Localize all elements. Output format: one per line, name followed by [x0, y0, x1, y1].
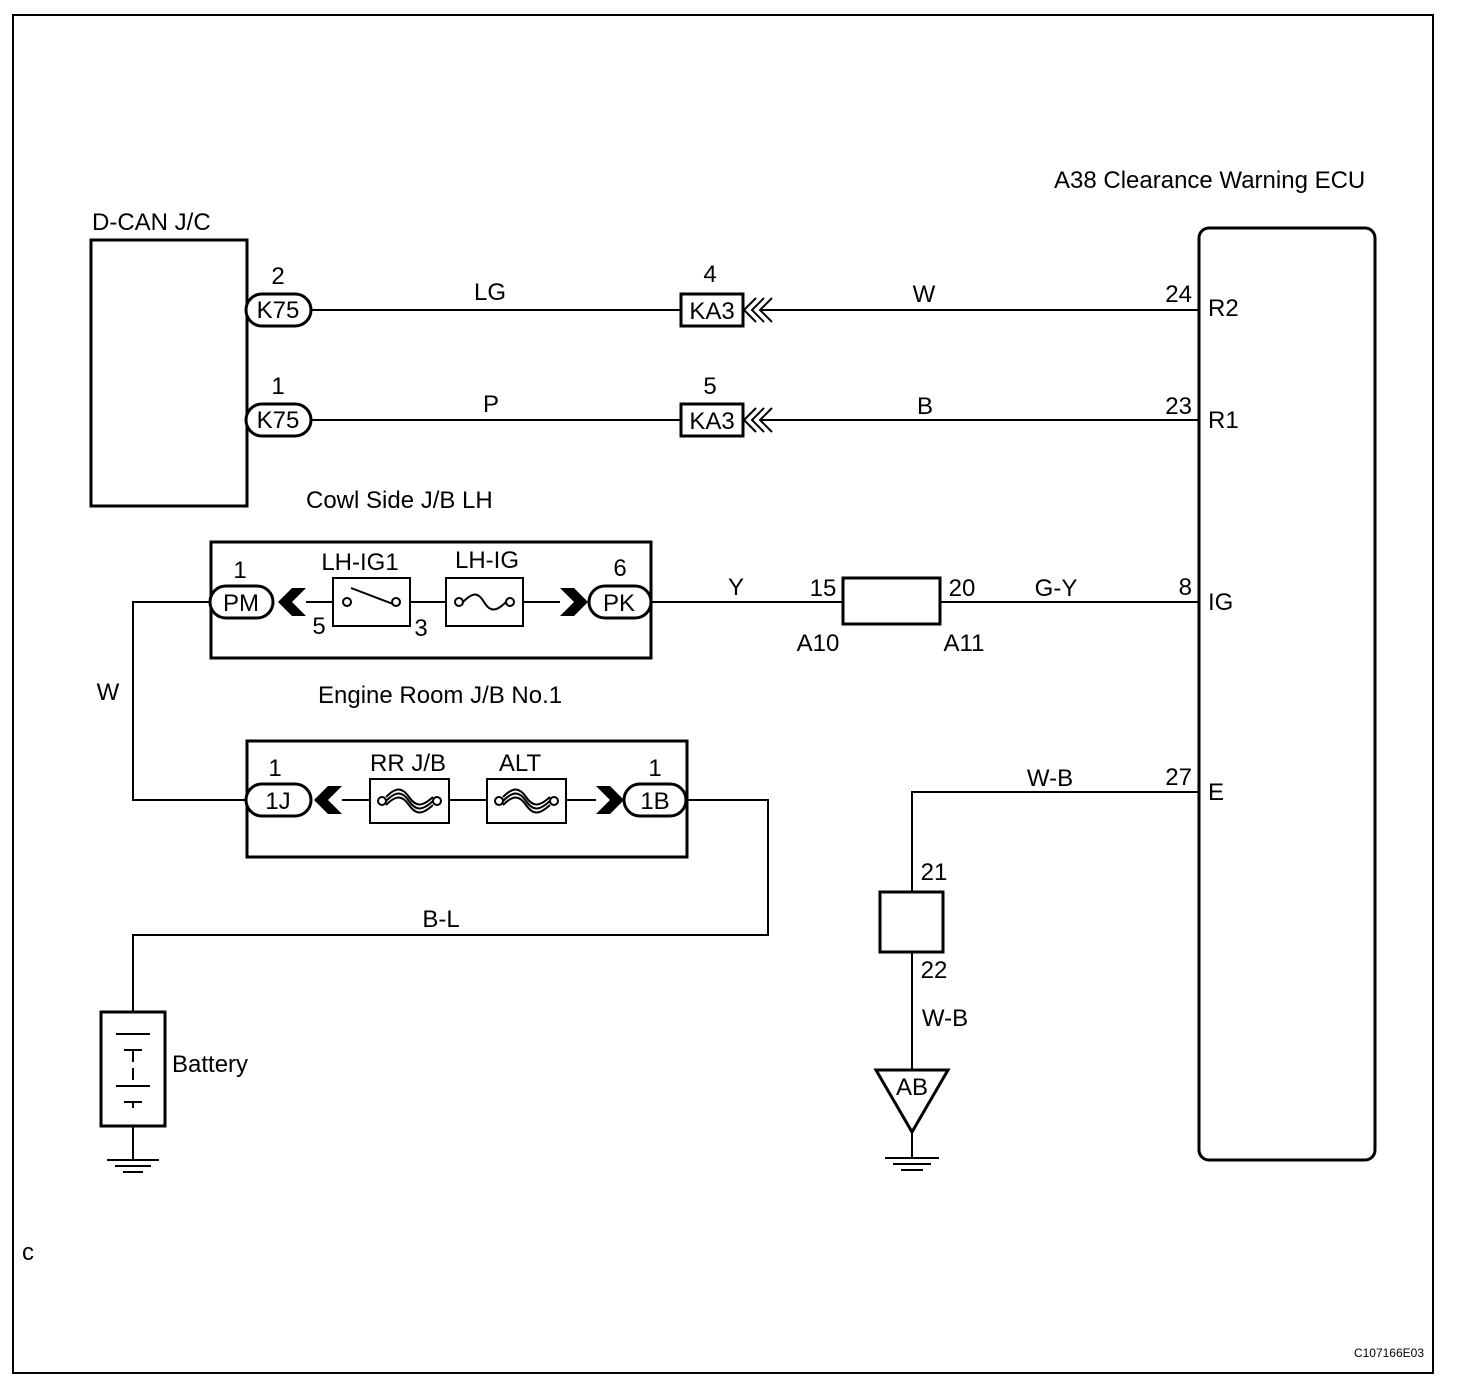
- lh-ig-fuse-icon: [454, 593, 515, 611]
- figure-code: C107166E03: [1354, 1346, 1424, 1360]
- a10-pin-15: 15: [810, 575, 837, 602]
- engine-jb-title: Engine Room J/B No.1: [318, 682, 562, 709]
- splice-connector: [878, 890, 945, 954]
- ab-ground-icon: [885, 1157, 939, 1171]
- lh-ig1-switch-icon: [342, 587, 401, 607]
- wire-w-left: [132, 601, 247, 801]
- ecu-title: A38 Clearance Warning ECU: [1054, 167, 1365, 194]
- a10-a11-connector: [841, 576, 942, 626]
- b1-chevron: [596, 786, 624, 814]
- pm-pin-1: 1: [233, 557, 246, 584]
- wire-label-w-left: W: [97, 679, 120, 706]
- j1-label: 1J: [265, 788, 290, 815]
- wire-label-w-top: W: [913, 281, 936, 308]
- wire-wb-top: [911, 791, 1199, 892]
- battery-symbol-icon: [116, 1033, 150, 1108]
- alt-label: ALT: [499, 750, 542, 777]
- pm-chevron: [278, 588, 306, 616]
- pk-label: PK: [603, 590, 635, 617]
- lh-ig-label: LH-IG: [455, 547, 519, 574]
- ecu-pin-24: 24: [1165, 281, 1192, 308]
- ka3-pin-5: 5: [703, 373, 716, 400]
- lh-ig1-label: LH-IG1: [321, 549, 398, 576]
- cowl-jb-title: Cowl Side J/B LH: [306, 487, 493, 514]
- wire-label-wb-top: W-B: [1027, 765, 1073, 792]
- wire-label-y: Y: [728, 574, 744, 601]
- b1-pin-1: 1: [648, 755, 661, 782]
- ka3-label-bottom: KA3: [689, 408, 734, 435]
- rr-jb-fusible-link-icon: [377, 788, 442, 814]
- a10-label: A10: [797, 630, 840, 657]
- ab-ground-point: [873, 1068, 951, 1135]
- k75-pin-1: 1: [271, 373, 284, 400]
- ecu-terminal-ig: IG: [1208, 589, 1233, 616]
- splice-pin-22: 22: [921, 957, 948, 984]
- dcan-title: D-CAN J/C: [92, 209, 211, 236]
- ab-ground-label: AB: [896, 1074, 928, 1101]
- pm-label: PM: [223, 590, 259, 617]
- splice-pin-21: 21: [921, 859, 948, 886]
- clearance-warning-ecu-box: [1197, 226, 1377, 1162]
- wire-label-wb-bottom: W-B: [922, 1005, 968, 1032]
- a11-label: A11: [944, 630, 985, 657]
- k75-label-bottom: K75: [257, 407, 300, 434]
- ecu-terminal-r2: R2: [1208, 295, 1239, 322]
- ecu-pin-8: 8: [1179, 574, 1192, 601]
- wire-label-b: B: [917, 393, 933, 420]
- ka3-connector-top: [679, 292, 745, 328]
- battery-label: Battery: [172, 1051, 248, 1078]
- j1-connector: [244, 782, 313, 818]
- battery-ground-icon: [107, 1159, 159, 1173]
- outer-frame: [12, 14, 1434, 1374]
- wire-label-p: P: [483, 391, 499, 418]
- corner-mark: c: [22, 1239, 34, 1266]
- ka3-pin-4: 4: [703, 261, 716, 288]
- ecu-pin-27: 27: [1165, 764, 1192, 791]
- rr-jb-label: RR J/B: [370, 750, 446, 777]
- dcan-jc-box: [89, 238, 249, 508]
- ka3-label-top: KA3: [689, 298, 734, 325]
- wire-label-lg: LG: [474, 279, 506, 306]
- pk-chevron: [560, 588, 588, 616]
- wire-label-gy: G-Y: [1035, 575, 1078, 602]
- b1-label: 1B: [640, 788, 669, 815]
- relay-pin-5: 5: [312, 613, 325, 640]
- relay-pin-3: 3: [414, 615, 427, 642]
- k75-label-top: K75: [257, 297, 300, 324]
- j1-chevron: [314, 786, 342, 814]
- a11-pin-20: 20: [949, 575, 976, 602]
- wire-label-bl: B-L: [422, 906, 459, 933]
- pk-pin-6: 6: [613, 555, 626, 582]
- wire-bl: [132, 799, 769, 1012]
- alt-fusible-link-icon: [494, 788, 559, 814]
- ecu-terminal-r1: R1: [1208, 407, 1239, 434]
- ecu-terminal-e: E: [1208, 779, 1224, 806]
- ecu-pin-23: 23: [1165, 393, 1192, 420]
- k75-pin-2: 2: [271, 263, 284, 290]
- j1-pin-1: 1: [268, 755, 281, 782]
